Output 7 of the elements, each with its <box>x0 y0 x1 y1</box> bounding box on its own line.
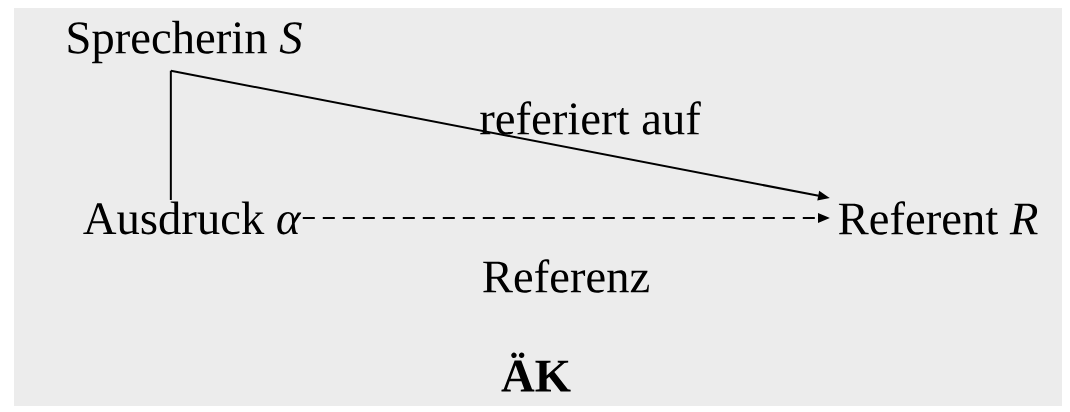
edge-label: Referenz <box>483 259 649 293</box>
term-label: Ausdruck α <box>83 201 302 235</box>
connector-line <box>169 69 172 201</box>
term-label: Sprecherin S <box>68 20 302 64</box>
term-label: Referent R <box>838 201 1038 235</box>
corner-label: ÄK <box>501 352 571 392</box>
edge-label: referiert auf <box>480 101 701 135</box>
